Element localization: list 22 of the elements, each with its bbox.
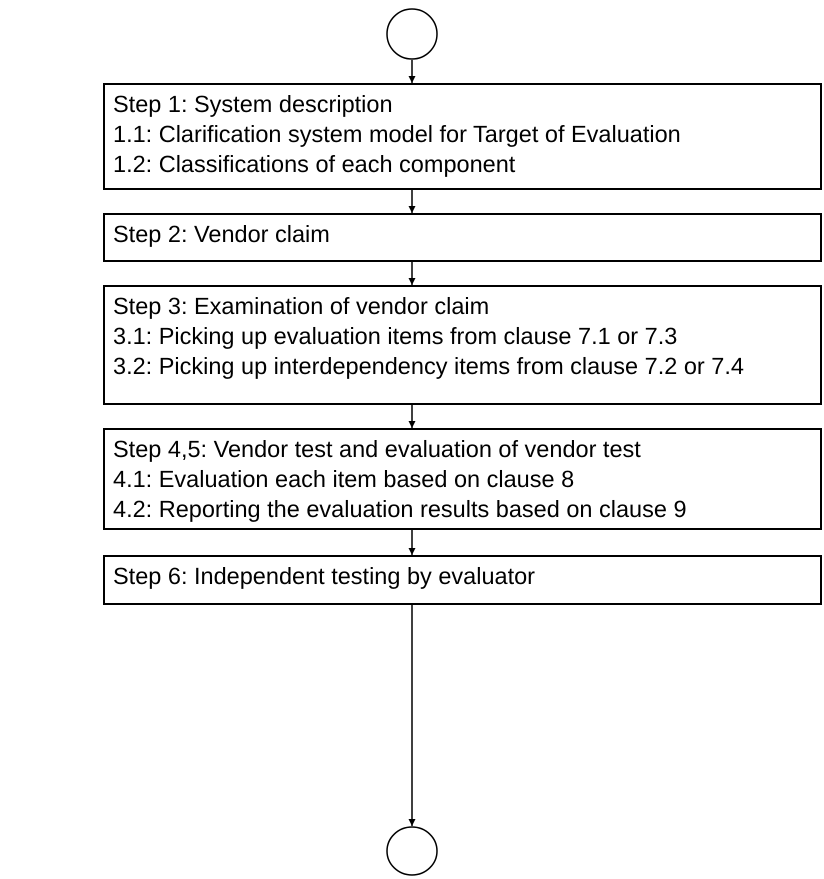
process-box [103,285,822,405]
step-text: 3.1: Picking up evaluation items from clause 7.1 or 7.3 [113,322,678,351]
arrow [408,190,416,213]
arrow [408,605,416,826]
arrow [408,530,416,555]
step-text: 1.1: Clarification system model for Target of Evaluation [113,120,681,149]
step-text: 1.2: Classifications of each component [113,150,516,179]
process-box [103,83,822,190]
step-text: Step 4,5: Vendor test and evaluation of vendor test [113,435,641,464]
arrow [408,405,416,428]
arrow [408,262,416,285]
step-text: Step 6: Independent testing by evaluator [113,562,536,591]
process-box [103,428,822,530]
step-text: Step 3: Examination of vendor claim [113,292,490,321]
step-text: 4.1: Evaluation each item based on clause 8 [113,465,574,494]
process-box [103,213,822,262]
process-box [103,555,822,605]
step-text: Step 2: Vendor claim [113,220,330,249]
step-text: 4.2: Reporting the evaluation results based on clause 9 [113,495,687,524]
arrow [408,60,416,83]
step-text: Step 1: System description [113,90,393,119]
step-text: 3.2: Picking up interdependency items from clause 7.2 or 7.4 [113,352,744,381]
